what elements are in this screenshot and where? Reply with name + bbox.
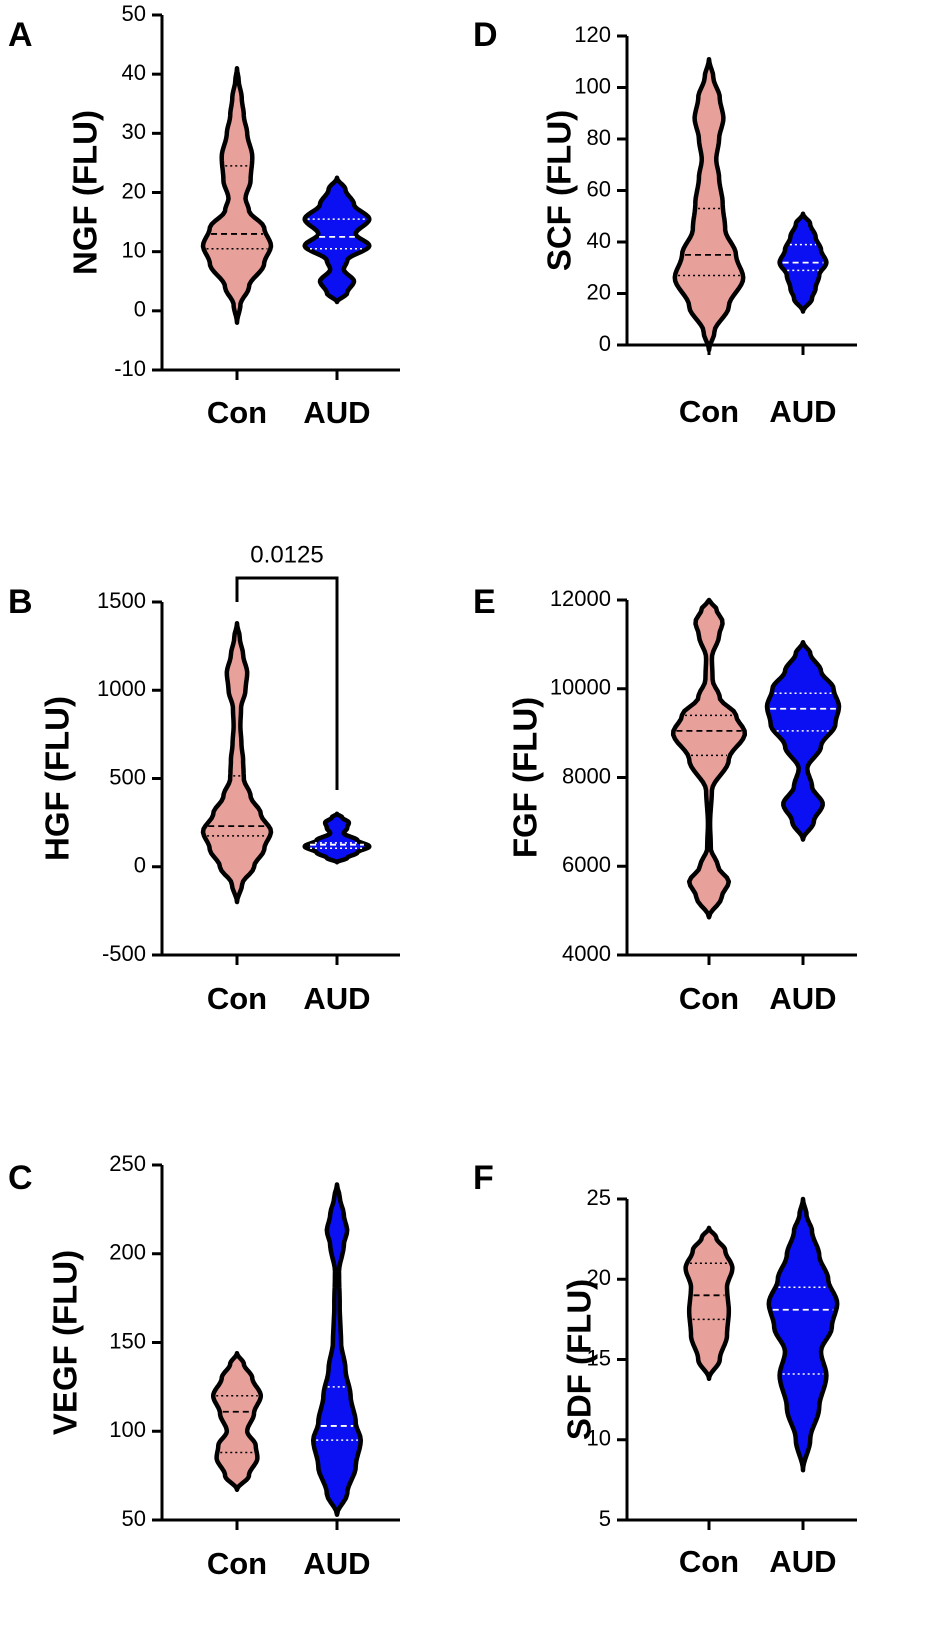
y-tick-label: 25: [587, 1185, 611, 1210]
y-tick-label: 60: [587, 176, 611, 201]
panel-letter: A: [8, 16, 33, 54]
violin-con: [670, 597, 748, 920]
y-axis-label: NGF (FLU): [67, 110, 104, 275]
y-tick-label: 20: [587, 279, 611, 304]
y-tick-label: 500: [109, 764, 146, 789]
y-tick-label: -500: [102, 941, 146, 966]
violin-aud: [302, 811, 372, 865]
category-label-con: Con: [679, 394, 739, 429]
y-tick-label: 100: [574, 73, 611, 98]
y-tick-label: 20: [587, 1265, 611, 1290]
y-tick-label: 50: [122, 1, 146, 26]
y-tick-label: 5: [599, 1506, 611, 1531]
significance-bracket: [235, 576, 339, 790]
category-label-aud: AUD: [769, 981, 836, 1016]
category-label-con: Con: [207, 395, 267, 430]
y-tick-label: 15: [587, 1345, 611, 1370]
panel-letter: C: [8, 1159, 33, 1197]
category-label-con: Con: [679, 981, 739, 1016]
violin-aud: [764, 639, 842, 842]
y-axis-label: FGF (FLU): [507, 697, 544, 858]
y-tick-label: 10: [587, 1426, 611, 1451]
y-axis-label: HGF (FLU): [39, 696, 76, 861]
violin-con: [200, 620, 274, 905]
y-tick-label: 50: [122, 1506, 146, 1531]
y-axis-label: VEGF (FLU): [47, 1250, 84, 1435]
y-tick-label: 4000: [562, 941, 611, 966]
y-tick-label: 1000: [97, 676, 146, 701]
category-label-aud: AUD: [769, 1544, 836, 1579]
y-tick-label: 80: [587, 125, 611, 150]
y-tick-label: 6000: [562, 852, 611, 877]
y-tick-label: 1500: [97, 588, 146, 613]
y-tick-label: 12000: [550, 586, 611, 611]
y-tick-label: 0: [599, 331, 611, 356]
y-tick-label: 8000: [562, 763, 611, 788]
category-label-aud: AUD: [303, 395, 370, 430]
panel-letter: B: [8, 583, 33, 621]
panel-letter: D: [473, 16, 498, 54]
y-tick-label: 250: [109, 1151, 146, 1176]
violin-con: [672, 56, 746, 353]
category-label-con: Con: [207, 1546, 267, 1581]
violin-aud: [766, 1196, 840, 1473]
y-tick-label: 120: [574, 22, 611, 47]
y-tick-label: 20: [122, 178, 146, 203]
y-tick-label: 40: [122, 60, 146, 85]
y-tick-label: 200: [109, 1240, 146, 1265]
y-tick-label: 40: [587, 228, 611, 253]
category-label-aud: AUD: [303, 981, 370, 1016]
y-tick-label: 0: [134, 853, 146, 878]
violin-aud: [302, 175, 372, 305]
y-tick-label: 10000: [550, 675, 611, 700]
y-tick-label: 0: [134, 297, 146, 322]
category-label-aud: AUD: [303, 1546, 370, 1581]
y-axis-label: SDF (FLU): [561, 1279, 598, 1440]
category-label-aud: AUD: [769, 394, 836, 429]
y-tick-label: 150: [109, 1328, 146, 1353]
panel-letter: E: [473, 583, 496, 621]
p-value-label: 0.0125: [250, 541, 323, 568]
category-label-con: Con: [679, 1544, 739, 1579]
panel-letter: F: [473, 1159, 494, 1197]
violin-con: [683, 1225, 735, 1382]
y-tick-label: 30: [122, 119, 146, 144]
violin-con: [200, 66, 274, 325]
y-tick-label: 100: [109, 1417, 146, 1442]
y-axis-label: SCF (FLU): [541, 110, 578, 271]
y-tick-label: -10: [114, 356, 146, 381]
y-tick-label: 10: [122, 237, 146, 262]
violin-aud: [310, 1182, 364, 1517]
violin-con: [210, 1350, 264, 1493]
category-label-con: Con: [207, 981, 267, 1016]
